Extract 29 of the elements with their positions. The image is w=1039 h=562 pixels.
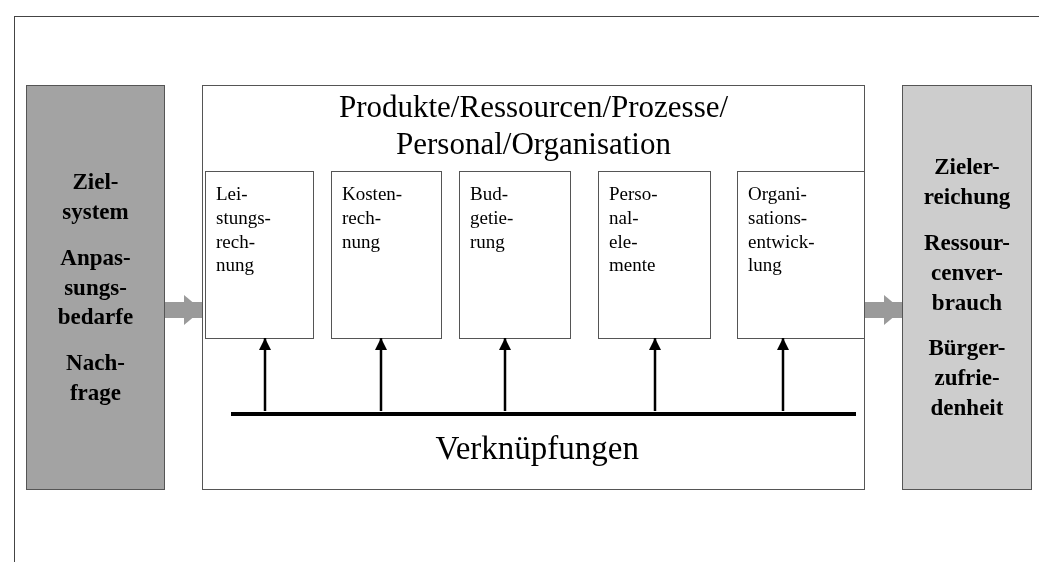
process-box: [598, 171, 711, 339]
process-box: [205, 171, 314, 339]
arrow: [777, 338, 789, 411]
side-panel: [902, 85, 1032, 490]
node-text: Anpas- sungs- bedarfe: [57, 243, 134, 332]
process-box: [459, 171, 571, 339]
node-text: Lei- stungs- rech- nung: [216, 182, 271, 277]
process-panel: [202, 85, 865, 490]
node-text: Organi- sations- entwick- lung: [748, 182, 815, 277]
process-box: [737, 171, 865, 339]
node-text: Kosten- rech- nung: [342, 182, 403, 254]
arrow: [259, 338, 271, 411]
block-arrow: [165, 295, 202, 325]
node-text: Bud- getie- rung: [470, 182, 514, 254]
panel-title: Produkte/Ressourcen/Prozesse/ Personal/Organisation: [337, 88, 730, 163]
node-text: Perso- nal- ele- mente: [609, 182, 658, 277]
node-text: Ressour- cenver- brauch: [924, 228, 1010, 317]
arrow: [649, 338, 661, 411]
arrow: [499, 338, 511, 411]
node-text: Ziel- system: [62, 167, 129, 226]
node-text: Bürger- zufrie- denheit: [928, 334, 1006, 423]
caption-text: Verknüpfungen: [435, 430, 639, 467]
block-arrow: [865, 295, 902, 325]
node-text: Zieler- reichung: [923, 152, 1011, 211]
connector-bar: [231, 412, 856, 416]
arrow: [375, 338, 387, 411]
side-panel: [26, 85, 165, 490]
process-box: [331, 171, 442, 339]
node-text: Nach- frage: [66, 349, 125, 408]
